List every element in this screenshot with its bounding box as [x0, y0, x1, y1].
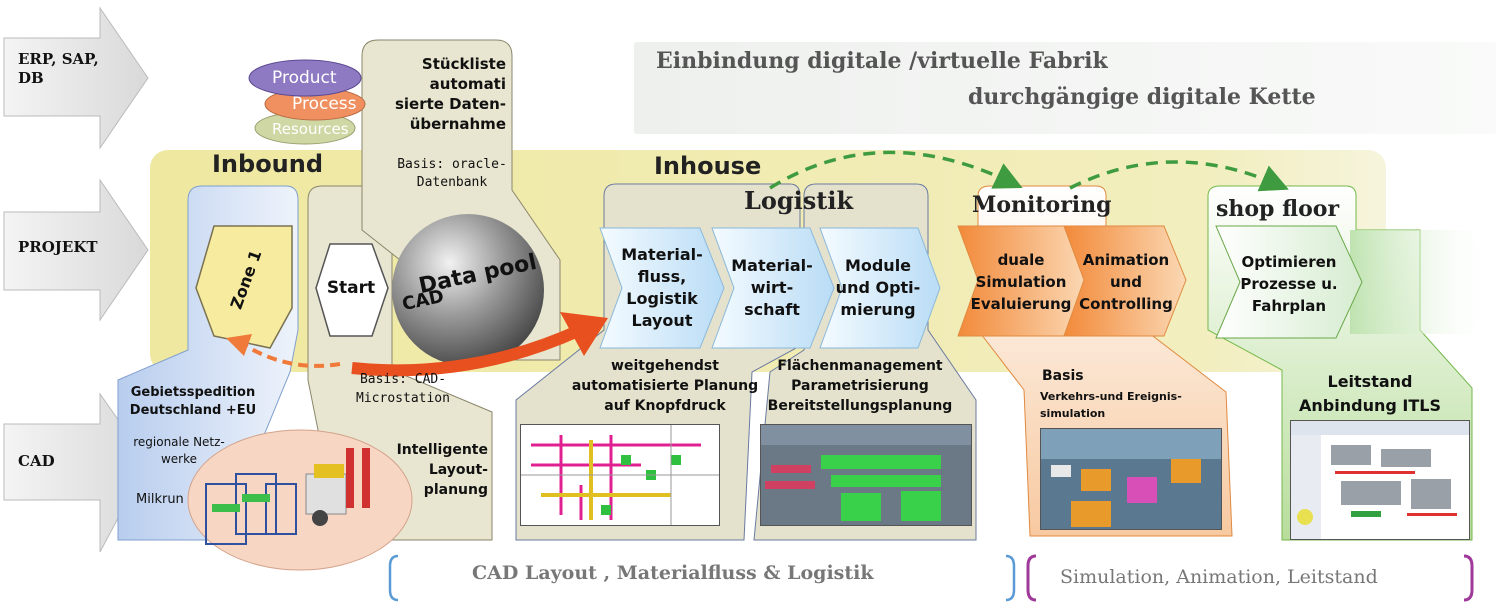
- flaechen-text: Flächenmanagement Parametrisierung Berei…: [767, 358, 953, 414]
- layout-drawing-graphic: [521, 425, 719, 525]
- chevron-label-animation: Animation und Controlling: [1079, 251, 1173, 313]
- bottom-caption-left: CAD Layout , Materialfluss & Logistik: [472, 562, 874, 584]
- section-title-monitoring: Monitoring: [972, 192, 1112, 218]
- section-title-shop-floor: shop floor: [1216, 196, 1340, 222]
- simulation-3d-graphic: [1041, 429, 1221, 529]
- milkrun-graphic: [205, 448, 370, 545]
- warehouse-3d-image: [760, 424, 972, 526]
- chevron-animation: [1063, 225, 1187, 337]
- layout-drawing-image: [520, 424, 720, 526]
- basis-verkehr-body: Verkehrs-und Ereignis- simulation: [1040, 390, 1182, 420]
- bracket-left-open: [388, 554, 399, 602]
- chevron-materialwirtschaft: [711, 227, 835, 349]
- leitstand-screenshot-graphic: [1291, 421, 1469, 539]
- leitstand-text: Leitstand Anbindung ITLS: [1299, 372, 1441, 415]
- chevron-label-duale-simulation: duale Simulation Evaluierung: [970, 251, 1072, 313]
- ppr-label-resources: Resources: [272, 120, 349, 138]
- row-arrow-erp: [3, 6, 149, 150]
- row-label-cad: CAD: [18, 452, 55, 470]
- section-title-logistik: Logistik: [744, 186, 854, 215]
- bracket-right-close: [1463, 554, 1474, 602]
- chevron-label-optimieren: Optimieren Prozesse u. Fahrplan: [1240, 253, 1338, 315]
- warehouse-3d-graphic: [761, 425, 971, 525]
- section-title-inbound: Inbound: [212, 150, 324, 178]
- row-label-projekt: PROJEKT: [18, 238, 98, 256]
- data-pool-sphere: [392, 214, 544, 366]
- start-hexagon: [315, 243, 389, 337]
- basis-oracle-text: Basis: oracle- Datenbank: [397, 157, 507, 190]
- green-dashed-arrow-1: [769, 150, 1023, 190]
- inbound-milkrun-text: Milkrun: [136, 492, 184, 507]
- chevron-module: [819, 227, 941, 349]
- banner-line2: durchgängige digitale Kette: [968, 84, 1316, 110]
- bottom-caption-right: Simulation, Animation, Leitstand: [1060, 566, 1378, 588]
- ppr-disk-product: [248, 59, 362, 97]
- zone-chevron: [195, 225, 293, 349]
- leitstand-screenshot-image: [1290, 420, 1470, 540]
- green-dashed-arrow-2: [1069, 160, 1289, 192]
- red-flow-arrow: [351, 324, 583, 377]
- bracket-left-close: [1005, 554, 1016, 602]
- banner-bg: [634, 42, 1496, 134]
- row-arrow-projekt: [3, 178, 149, 322]
- chevron-optimieren: [1215, 225, 1363, 339]
- stueckliste-text: Stückliste automati sierte Daten- überna…: [394, 55, 506, 133]
- orange-dashed-arrow: [244, 344, 341, 368]
- intelligente-text: Intelligente Layout- planung: [396, 442, 488, 498]
- ppr-label-process: Process: [292, 94, 357, 114]
- ppr-label-product: Product: [272, 68, 337, 88]
- chevron-materialfluss: [599, 227, 725, 349]
- inbound-regional-text: regionale Netz- werke: [133, 435, 225, 466]
- milkrun-illustration: [196, 434, 406, 564]
- chevron-label-materialfluss: Material- fluss, Logistik Layout: [621, 245, 703, 330]
- simulation-3d-image: [1040, 428, 1222, 530]
- shop-fade-arrow: [1350, 230, 1498, 334]
- bracket-right-open: [1026, 554, 1037, 602]
- section-title-inhouse: Inhouse: [654, 152, 762, 180]
- basis-verkehr-title: Basis: [1042, 368, 1084, 384]
- weitgehend-text: weitgehendst automatisierte Planung auf …: [571, 358, 759, 414]
- orange-dashed-arrowhead: [226, 334, 252, 356]
- row-label-erp: ERP, SAP, DB: [18, 50, 99, 87]
- inbound-gebiet-text: Gebietsspedition Deutschland +EU: [129, 385, 257, 418]
- start-label: Start: [326, 278, 376, 298]
- chevron-label-module: Module und Opti- mierung: [835, 256, 921, 319]
- chevron-label-materialwirtschaft: Material- wirt- schaft: [731, 256, 813, 319]
- red-flow-arrowhead: [560, 312, 608, 356]
- banner-line1: Einbindung digitale /virtuelle Fabrik: [656, 48, 1108, 74]
- basis-cad-text: Basis: CAD- Microstation: [356, 372, 450, 406]
